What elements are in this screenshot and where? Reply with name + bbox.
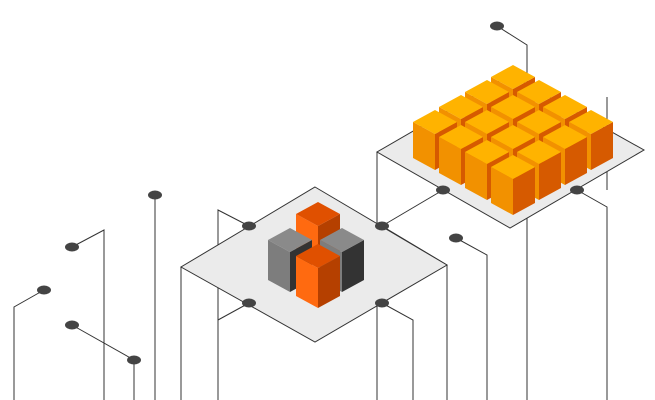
block-right-face [318,256,340,308]
connector-line [217,209,250,400]
block-top-face [320,228,364,252]
connector-node [242,221,256,231]
block-top-face [517,110,561,134]
block-top-face [491,95,535,119]
block-top-face [543,125,587,149]
block-top-face [491,125,535,149]
block-top-face [569,110,613,134]
connector-node [375,221,389,231]
block-top-face [296,202,340,226]
connector-node [449,233,463,243]
connector-node [148,190,162,200]
connector-node [37,285,51,295]
connector-line [381,302,414,400]
block-top-face [439,95,483,119]
block-left-face [268,240,290,292]
block-top-face [491,155,535,179]
connector-node [65,242,79,252]
connector-node [490,21,504,31]
block-left-face [439,137,461,185]
connector-line [13,289,45,400]
gold-block [491,155,535,215]
connector-node [436,185,450,195]
connector-node [375,298,389,308]
connector-node [570,185,584,195]
block-top-face [517,80,561,104]
block-top-face [413,110,457,134]
connector-line [71,229,105,400]
connector-node [65,320,79,330]
block-right-face [342,240,364,292]
block-top-face [465,80,509,104]
block-right-face [591,122,613,170]
block-left-face [296,256,318,308]
block-top-face [296,244,340,268]
connector-line [455,237,488,400]
server-blocks [268,65,613,308]
connector-node [127,355,141,365]
block-left-face [491,167,513,215]
orange-block-front [296,244,340,308]
connector-nodes [37,21,584,365]
block-top-face [465,140,509,164]
block-top-face [543,95,587,119]
block-right-face [565,137,587,185]
block-top-face [465,110,509,134]
block-left-face [413,122,435,170]
block-top-face [439,125,483,149]
connector-line [71,324,135,400]
connector-line [381,189,444,227]
block-left-face [465,152,487,200]
block-right-face [513,167,535,215]
block-top-face [268,228,312,252]
connector-line [496,25,528,400]
connector-node [242,298,256,308]
block-right-face [539,152,561,200]
block-top-face [517,140,561,164]
connector-line [576,189,608,400]
block-top-face [491,65,535,89]
